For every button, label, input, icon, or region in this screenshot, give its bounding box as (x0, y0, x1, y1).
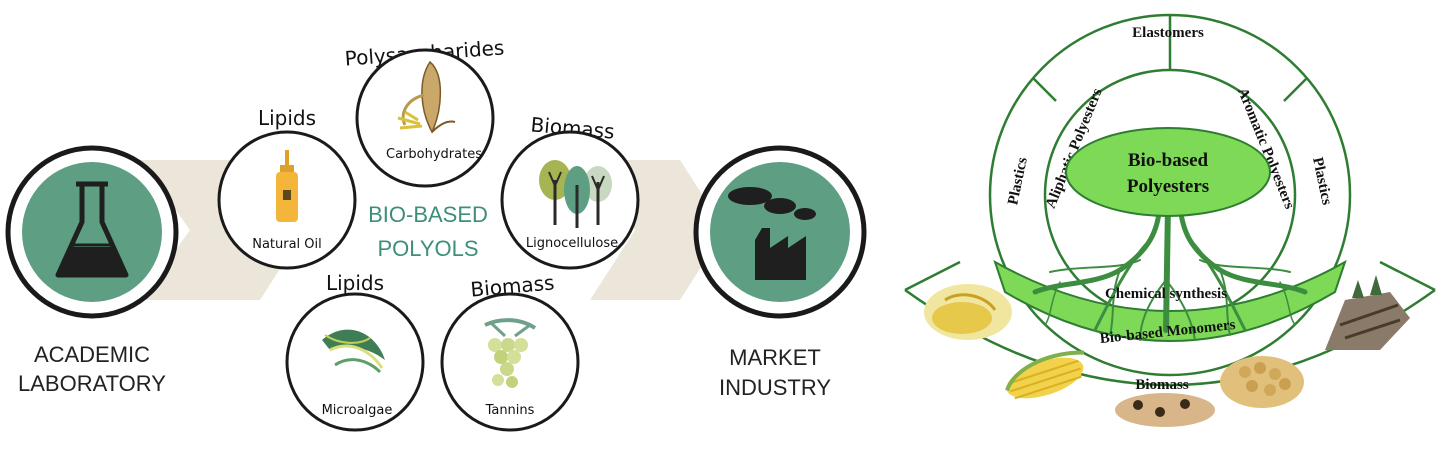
roots-icon (1032, 202, 1308, 341)
market-label-line2: INDUSTRY (719, 375, 831, 400)
carbohydrate-plant-icon (397, 60, 456, 134)
node-lignocellulose: Biomass Lignocellulose (500, 112, 640, 270)
node-category: Lipids (326, 271, 384, 295)
node-carbohydrates: Polysaccharides Carbohydrates (344, 35, 505, 188)
lab-label-line1: ACADEMIC (34, 342, 150, 367)
outer-base-right (1379, 260, 1436, 292)
divider-right (1283, 77, 1308, 102)
market-node (693, 145, 867, 319)
oil-bottle-icon (276, 150, 298, 222)
corn-photo (1005, 350, 1085, 400)
lab-label-line2: LABORATORY (18, 371, 166, 396)
trees-icon (539, 160, 612, 228)
center-title-line2: POLYOLS (377, 236, 478, 261)
center-title-line1: BIO-BASED (368, 202, 488, 227)
grapes-icon (484, 318, 537, 388)
node-tannins: Biomass Tannins (440, 270, 580, 432)
biomass-label: Biomass (1135, 377, 1189, 393)
node-natural-oil: Lipids Natural Oil (217, 106, 357, 270)
core-label-line1: Bio-based (1128, 150, 1209, 171)
oil-photo (924, 284, 1012, 340)
plastics-right-label: Plastics (1309, 156, 1335, 207)
node-category: Lipids (258, 106, 316, 130)
outer-base-left (904, 260, 961, 292)
node-inner-label: Microalgae (322, 403, 393, 418)
soybeans-photo (1220, 356, 1304, 408)
monomer-band (993, 259, 1347, 342)
factory-icon (728, 187, 816, 280)
market-label-line1: MARKET (729, 345, 821, 370)
node-inner-label: Lignocellulose (526, 236, 618, 251)
node-microalgae: Lipids Microalgae (285, 271, 425, 432)
divider-left (1032, 77, 1057, 102)
left-panel: ACADEMIC LABORATORY MARKET INDUSTRY BIO-… (5, 35, 867, 432)
core-label-line2: Polyesters (1127, 176, 1209, 197)
node-inner-label: Carbohydrates (386, 147, 482, 162)
plastics-left-label: Plastics (1005, 156, 1031, 207)
node-inner-label: Tannins (485, 403, 535, 418)
flask-liquid (60, 247, 124, 273)
flask-icon (55, 181, 129, 278)
node-inner-label: Natural Oil (252, 237, 322, 252)
right-panel: Elastomers Plastics Aliphatic Polyesters… (904, 13, 1436, 427)
lab-node (5, 145, 179, 319)
biomass-pellets-photo (1115, 393, 1215, 427)
algae-icon (322, 329, 385, 374)
wood-photo (1325, 275, 1410, 350)
core-ellipse (1065, 127, 1271, 217)
chemical-synthesis-label: Chemical synthesis (1105, 286, 1227, 302)
elastomers-label: Elastomers (1132, 25, 1204, 41)
